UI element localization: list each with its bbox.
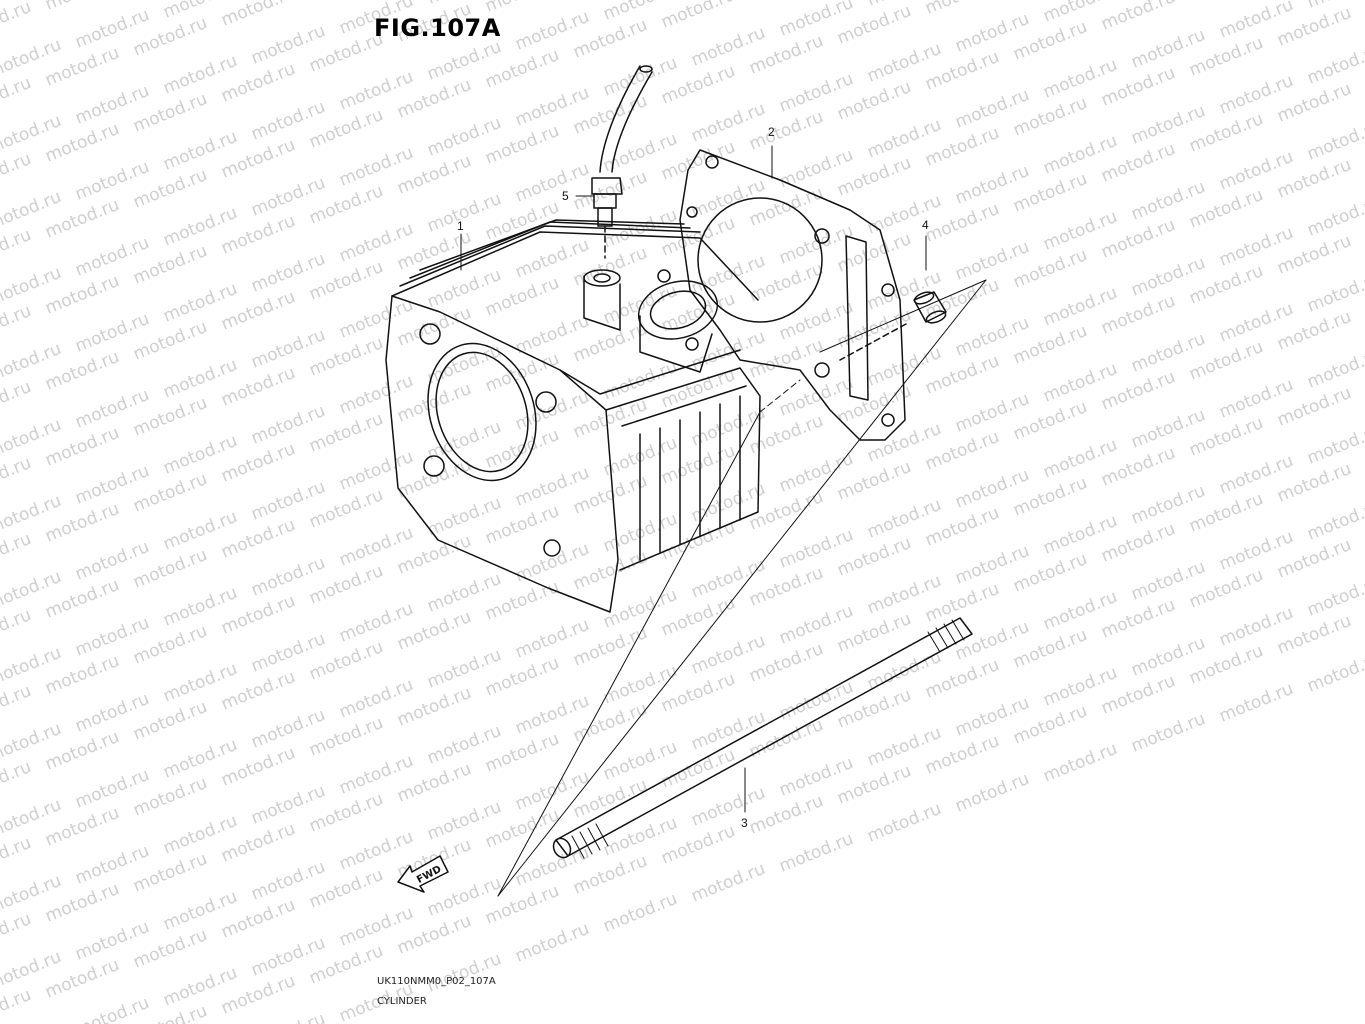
hose-fitting-part xyxy=(591,65,653,259)
dowel-pin-part xyxy=(839,291,947,361)
callout-2: 2 xyxy=(768,125,775,139)
leader-lines xyxy=(460,145,927,813)
cylinder-gasket-part xyxy=(679,149,906,441)
diagram-name: CYLINDER xyxy=(377,996,427,1007)
assembly-guide-lines xyxy=(497,279,987,897)
cylinder-part xyxy=(385,219,761,613)
forward-arrow-icon: FWD xyxy=(397,855,449,893)
figure-title: FIG.107A xyxy=(374,14,501,42)
callout-1: 1 xyxy=(457,219,464,233)
diagram-code: UK110NMM0_P02_107A xyxy=(377,976,496,987)
callout-5: 5 xyxy=(562,189,569,203)
stud-bolt-part xyxy=(552,617,973,859)
callout-3: 3 xyxy=(741,816,748,830)
callout-4: 4 xyxy=(922,218,929,232)
